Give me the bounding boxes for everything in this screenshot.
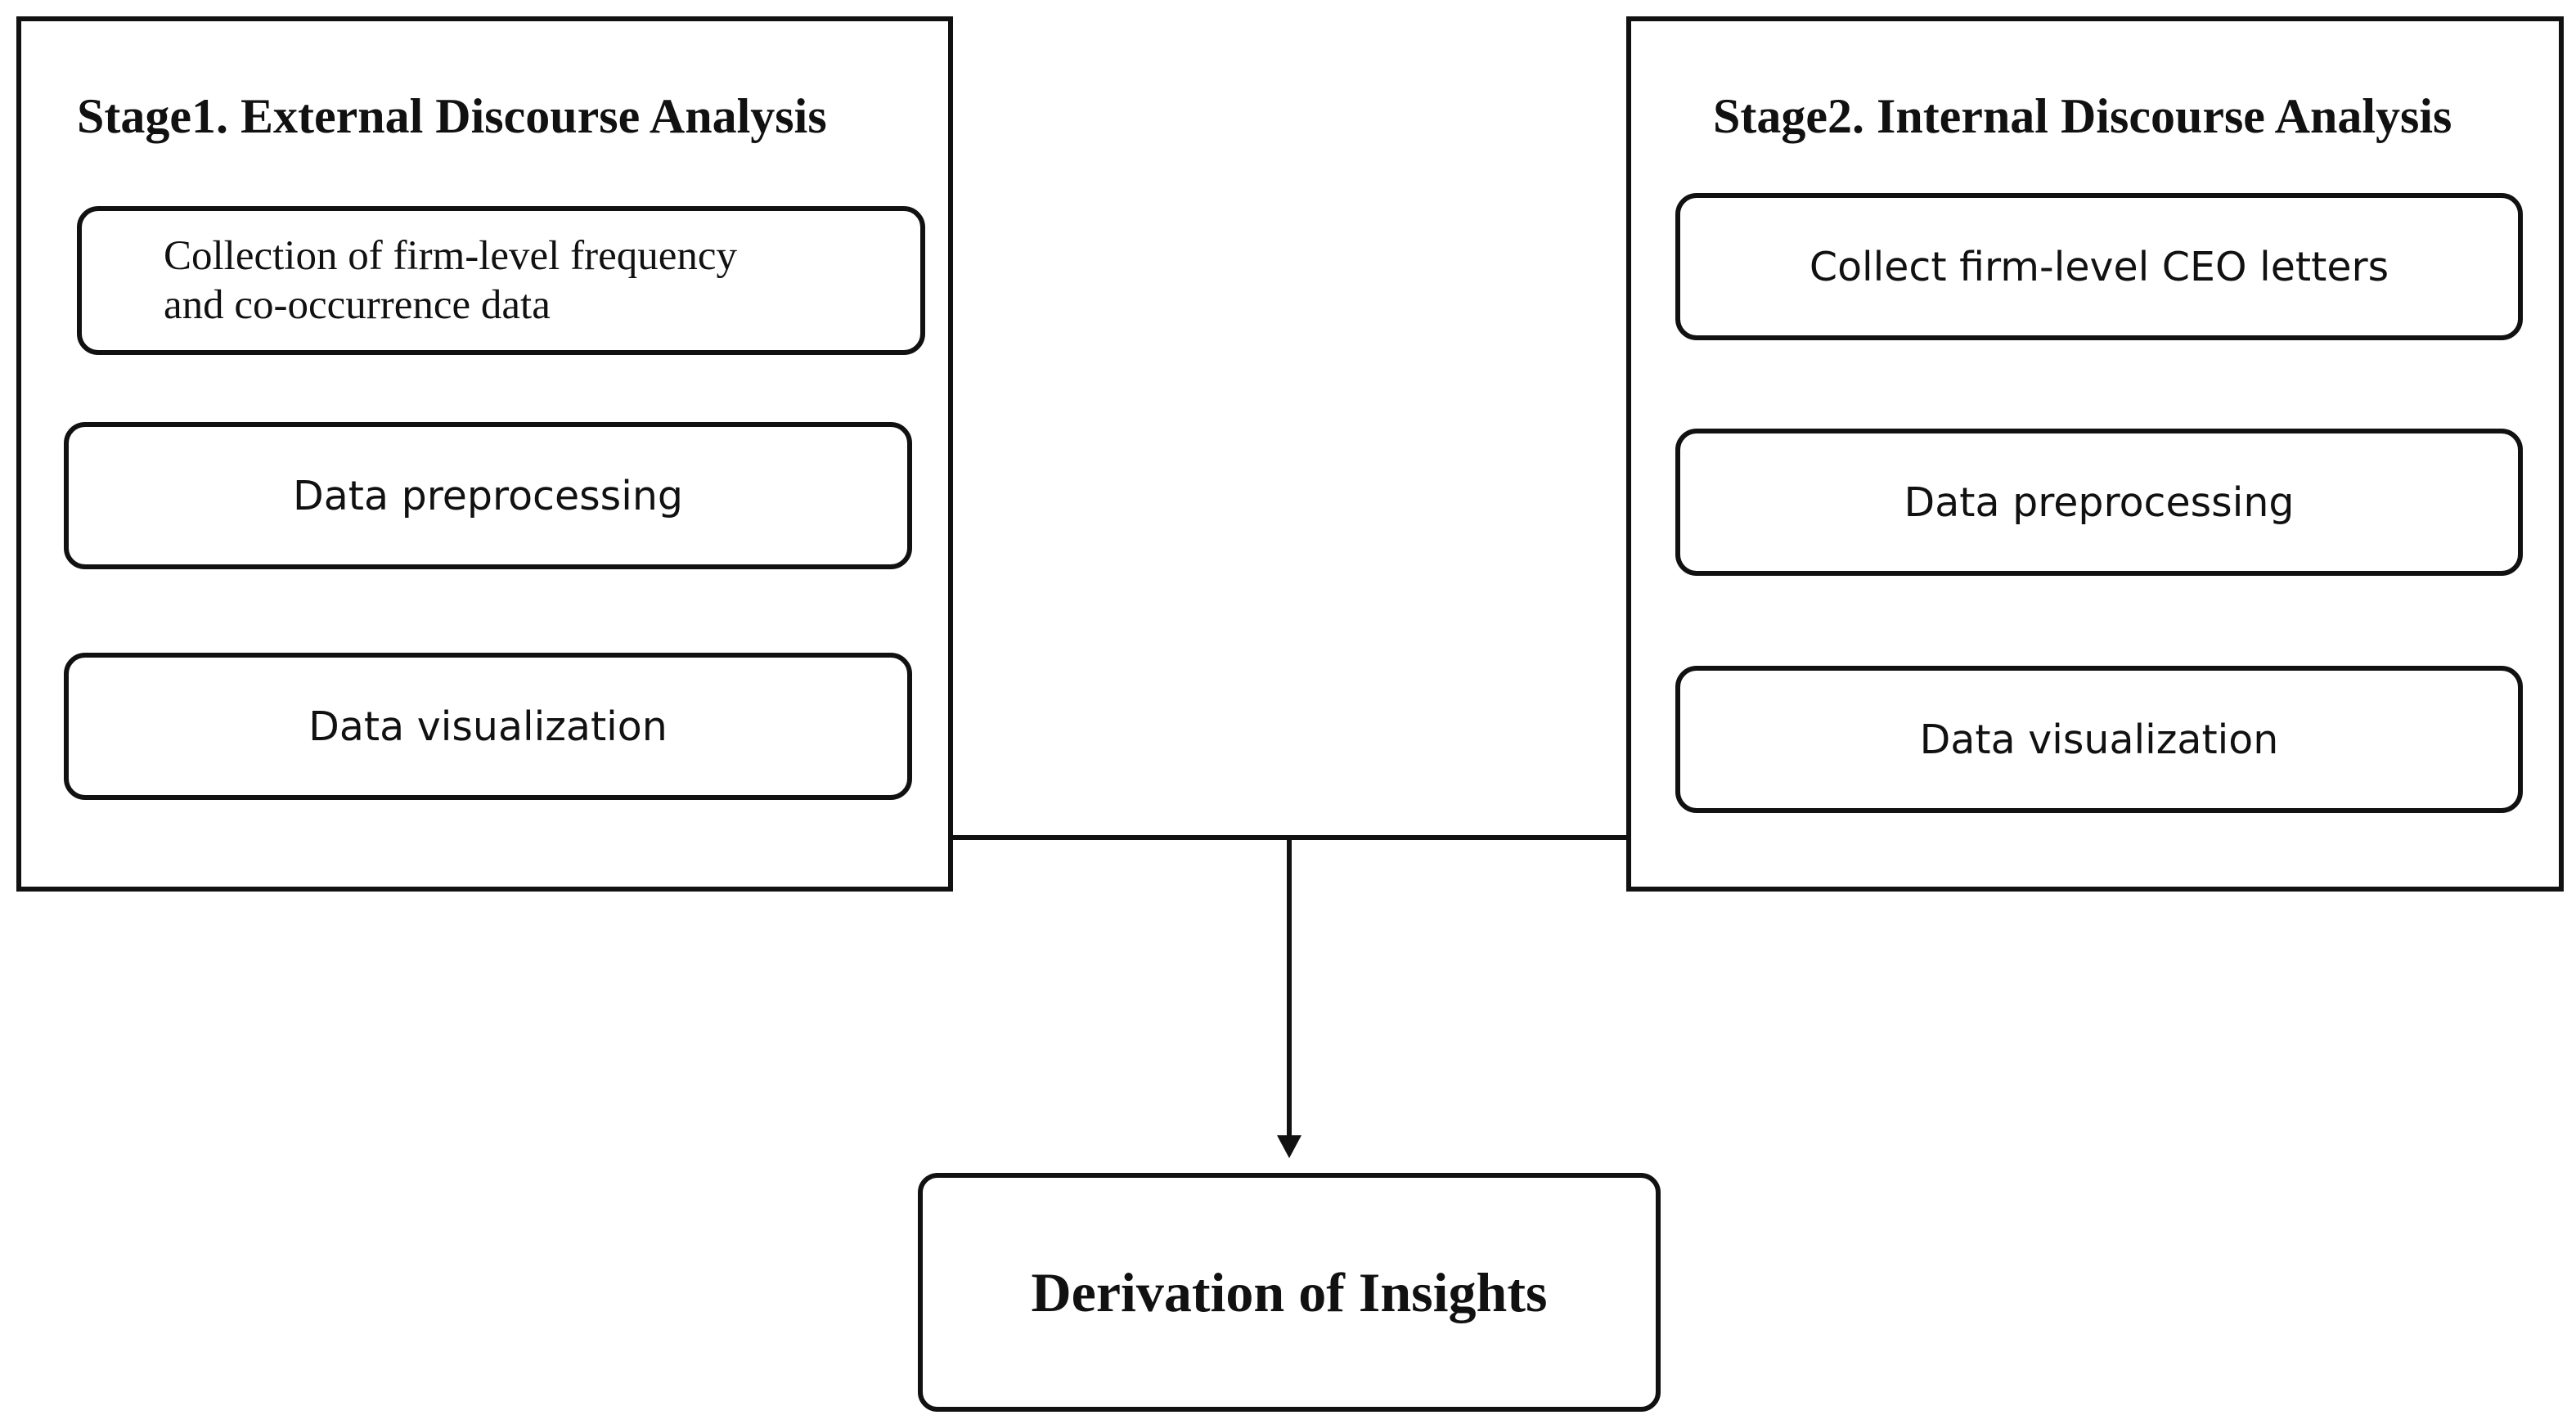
stage2-step-collection: Collect firm-level CEO letters — [1675, 193, 2523, 340]
stage1-step-visualization: Data visualization — [64, 653, 912, 800]
stage2-step-visualization-label: Data visualization — [1919, 716, 2279, 763]
stage1-step-visualization-label: Data visualization — [308, 703, 668, 750]
stage1-step-preprocessing-label: Data preprocessing — [293, 472, 683, 519]
insights-box: Derivation of Insights — [918, 1173, 1661, 1412]
stage1-step-collection: Collection of firm-level frequency and c… — [77, 206, 925, 355]
insights-label: Derivation of Insights — [1031, 1261, 1548, 1323]
stage2-step-collection-label: Collect firm-level CEO letters — [1809, 243, 2389, 290]
stage1-step-preprocessing: Data preprocessing — [64, 422, 912, 569]
arrow-head-icon — [1277, 1135, 1301, 1158]
stage2-step-preprocessing-label: Data preprocessing — [1904, 478, 2295, 526]
stage1-title: Stage1. External Discourse Analysis — [77, 89, 827, 143]
stage1-panel: Stage1. External Discourse Analysis Coll… — [16, 16, 953, 892]
stage2-panel: Stage2. Internal Discourse Analysis Coll… — [1626, 16, 2564, 892]
stage1-step-collection-label: Collection of firm-level frequency and c… — [164, 233, 737, 328]
stage2-title: Stage2. Internal Discourse Analysis — [1713, 89, 2452, 143]
stage2-step-visualization: Data visualization — [1675, 666, 2523, 813]
stage2-step-preprocessing: Data preprocessing — [1675, 429, 2523, 576]
